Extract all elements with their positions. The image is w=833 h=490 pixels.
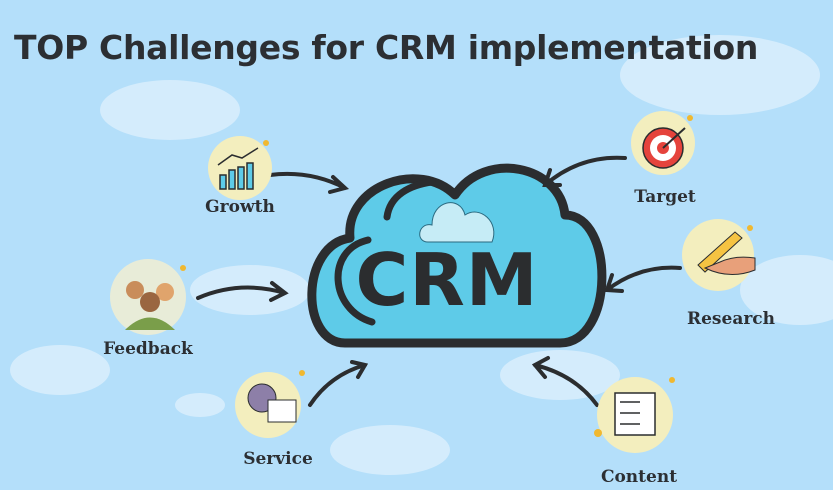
- crm-label: CRM: [355, 238, 539, 322]
- node-growth: Growth: [205, 197, 275, 217]
- node-circles: [110, 111, 756, 453]
- node-research: Research: [686, 309, 776, 329]
- crm-cloud: [307, 163, 607, 348]
- node-service: Service: [243, 449, 313, 469]
- decor-dots: [180, 115, 753, 437]
- node-content: Content: [600, 467, 678, 487]
- node-target: Target: [634, 187, 696, 207]
- page-title: TOP Challenges for CRM implementation: [14, 28, 759, 67]
- node-feedback: Feedback: [103, 339, 193, 359]
- arrows: [196, 155, 682, 407]
